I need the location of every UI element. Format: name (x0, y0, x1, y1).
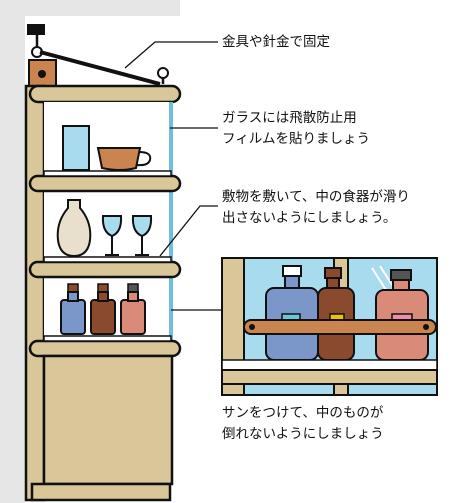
vase-icon (56, 199, 92, 258)
wine-glass-icon (101, 215, 153, 256)
bottle-icon (60, 283, 146, 335)
bowl-icon (96, 147, 152, 171)
cup-icon (62, 125, 90, 171)
label-fixing: 金具や針金で固定 (222, 34, 330, 50)
detail-panel (221, 257, 438, 396)
label-bar: サンをつけて、中のものが 倒れないようにしましょう (222, 405, 384, 442)
label-film: ガラスには飛散防止用 フィルムを貼りましょう (222, 110, 370, 147)
wall-bracket-icon (27, 24, 57, 89)
label-mat: 敷物を敷いて、中の食器が滑り 出さないようにしましょう。 (222, 189, 410, 226)
leader-lines (124, 41, 222, 311)
fixing-wire-icon (39, 50, 169, 86)
wall (0, 0, 180, 503)
